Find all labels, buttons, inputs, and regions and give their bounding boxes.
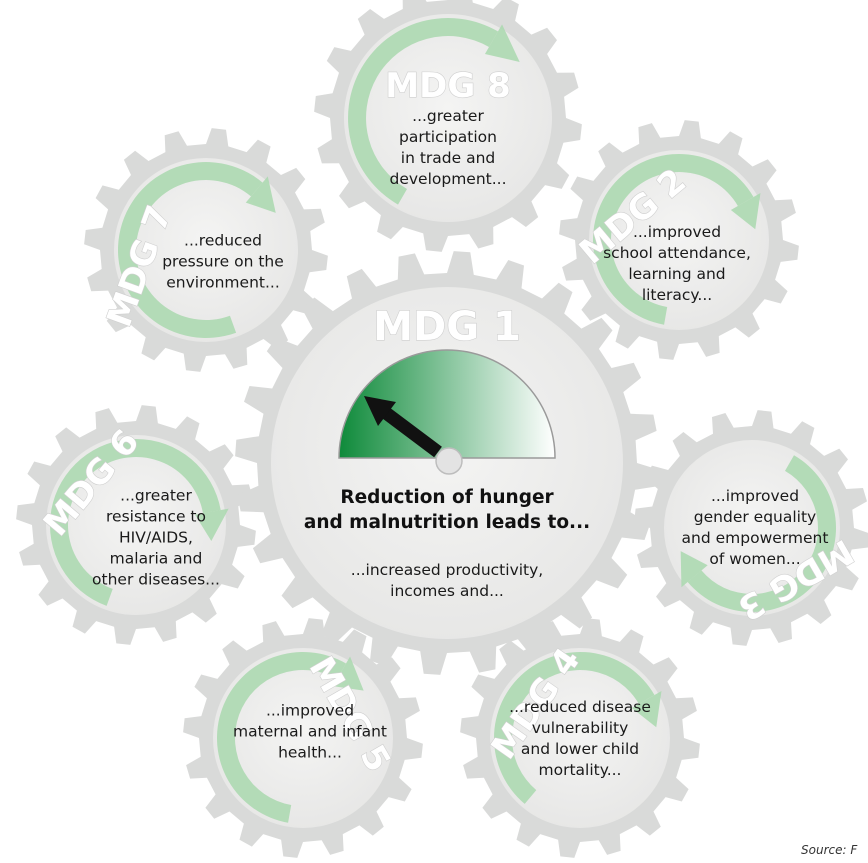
mdg6-gear-face [46, 435, 226, 615]
mdg8-gear: MDG 8 [314, 0, 582, 252]
mdg7-cycle-arrow [118, 162, 263, 339]
mdg4-line-2: vulnerability [531, 719, 629, 737]
mdg8-label: MDG 8 [385, 66, 510, 106]
mdg4-line-1: ...reduced disease [509, 698, 651, 716]
mdg8-text: ...greater participation in trade and de… [389, 106, 506, 190]
mdg4-cycle-arrowhead [631, 690, 662, 728]
mdg3-line-1: ...improved [710, 487, 800, 505]
mdg7-line-2: pressure on the [162, 252, 284, 271]
mdg8-gear-face [344, 14, 552, 222]
mdg6-cycle-arrowhead [194, 508, 229, 542]
mdg2-gear-face [589, 150, 769, 330]
mdg5-gear-face [213, 648, 393, 828]
hunger-gauge [338, 349, 556, 459]
mdg6-line-2: resistance to [106, 507, 206, 526]
center-subline-line-1: ...increased productivity, [350, 561, 544, 579]
mdg2-line-3: learning and [628, 265, 726, 283]
center-headline-line-2: and malnutrition leads to... [303, 512, 591, 533]
mdg4-gear-face [490, 648, 670, 828]
mdg5-text: ...improved maternal and infant health..… [233, 701, 387, 764]
mdg4-text: ...reduced disease vulnerability and low… [509, 697, 651, 781]
mdg5-line-1: ...improved [265, 701, 355, 720]
mdg6-line-4: malaria and [109, 549, 203, 568]
mdg1-gear: MDG 1 [235, 251, 659, 675]
mdg7-gear: MDG 7 [84, 128, 328, 372]
mdg8-line-3: in trade and [400, 149, 496, 167]
mdg3-cycle-arrowhead [680, 551, 708, 588]
mdg8-line-4: development... [389, 170, 507, 188]
mdg7-line-3: environment... [166, 273, 280, 292]
center-subline-line-2: incomes and... [390, 582, 504, 600]
gauge-pivot [435, 447, 463, 475]
mdg1-label: MDG 1 [373, 304, 521, 350]
mdg2-gear: MDG 2 [559, 120, 799, 360]
mdg8-cycle-arrow [348, 18, 498, 205]
mdg2-text: ...improved school attendance, learning … [603, 222, 751, 306]
mdg7-text: ...reduced pressure on the environment..… [162, 231, 284, 294]
mdg7-cycle-arrowhead [245, 176, 276, 213]
mdg8-line-2: participation [399, 128, 497, 146]
mdg4-line-4: mortality... [538, 761, 622, 779]
mdg3-line-2: gender equality [693, 508, 817, 526]
mdg2-cycle-arrowhead [730, 192, 761, 230]
mdg4-line-3: and lower child [520, 740, 640, 758]
mdg6-text: ...greater resistance to HIV/AIDS, malar… [92, 486, 220, 591]
mdg3-text: ...improved gender equality and empowerm… [682, 486, 829, 570]
mdg3-gear: MDG 3 [634, 410, 868, 646]
mdg5-cycle-arrowhead [332, 656, 364, 691]
center-headline: Reduction of hunger and malnutrition lea… [304, 485, 590, 535]
mdg5-line-2: maternal and infant [233, 722, 387, 741]
mdg6-line-5: other diseases... [92, 570, 220, 589]
center-subline: ...increased productivity, incomes and..… [351, 560, 543, 602]
mdg2-line-1: ...improved [632, 223, 722, 241]
gauge-needle [378, 404, 442, 458]
mdg3-line-4: of women... [709, 550, 801, 568]
mdg5-line-3: health... [278, 743, 342, 762]
center-headline-line-1: Reduction of hunger [340, 487, 554, 508]
mdg7-line-1: ...reduced [184, 231, 262, 250]
mdg5-gear: MDG 5 [183, 618, 423, 858]
source-note: Source: F [801, 843, 858, 857]
mdg5-cycle-arrow [217, 651, 346, 823]
mdg2-line-4: literacy... [641, 286, 713, 304]
mdg6-line-1: ...greater [120, 486, 192, 505]
gauge-needle-head [364, 396, 396, 426]
mdg6-line-3: HIV/AIDS, [119, 528, 193, 547]
mdg3-line-3: and empowerment [681, 529, 829, 547]
mdg8-line-1: ...greater [412, 107, 484, 125]
mdg3-gear-face [664, 440, 840, 616]
mdg8-cycle-arrowhead [484, 24, 520, 62]
mdg2-line-2: school attendance, [603, 244, 751, 262]
